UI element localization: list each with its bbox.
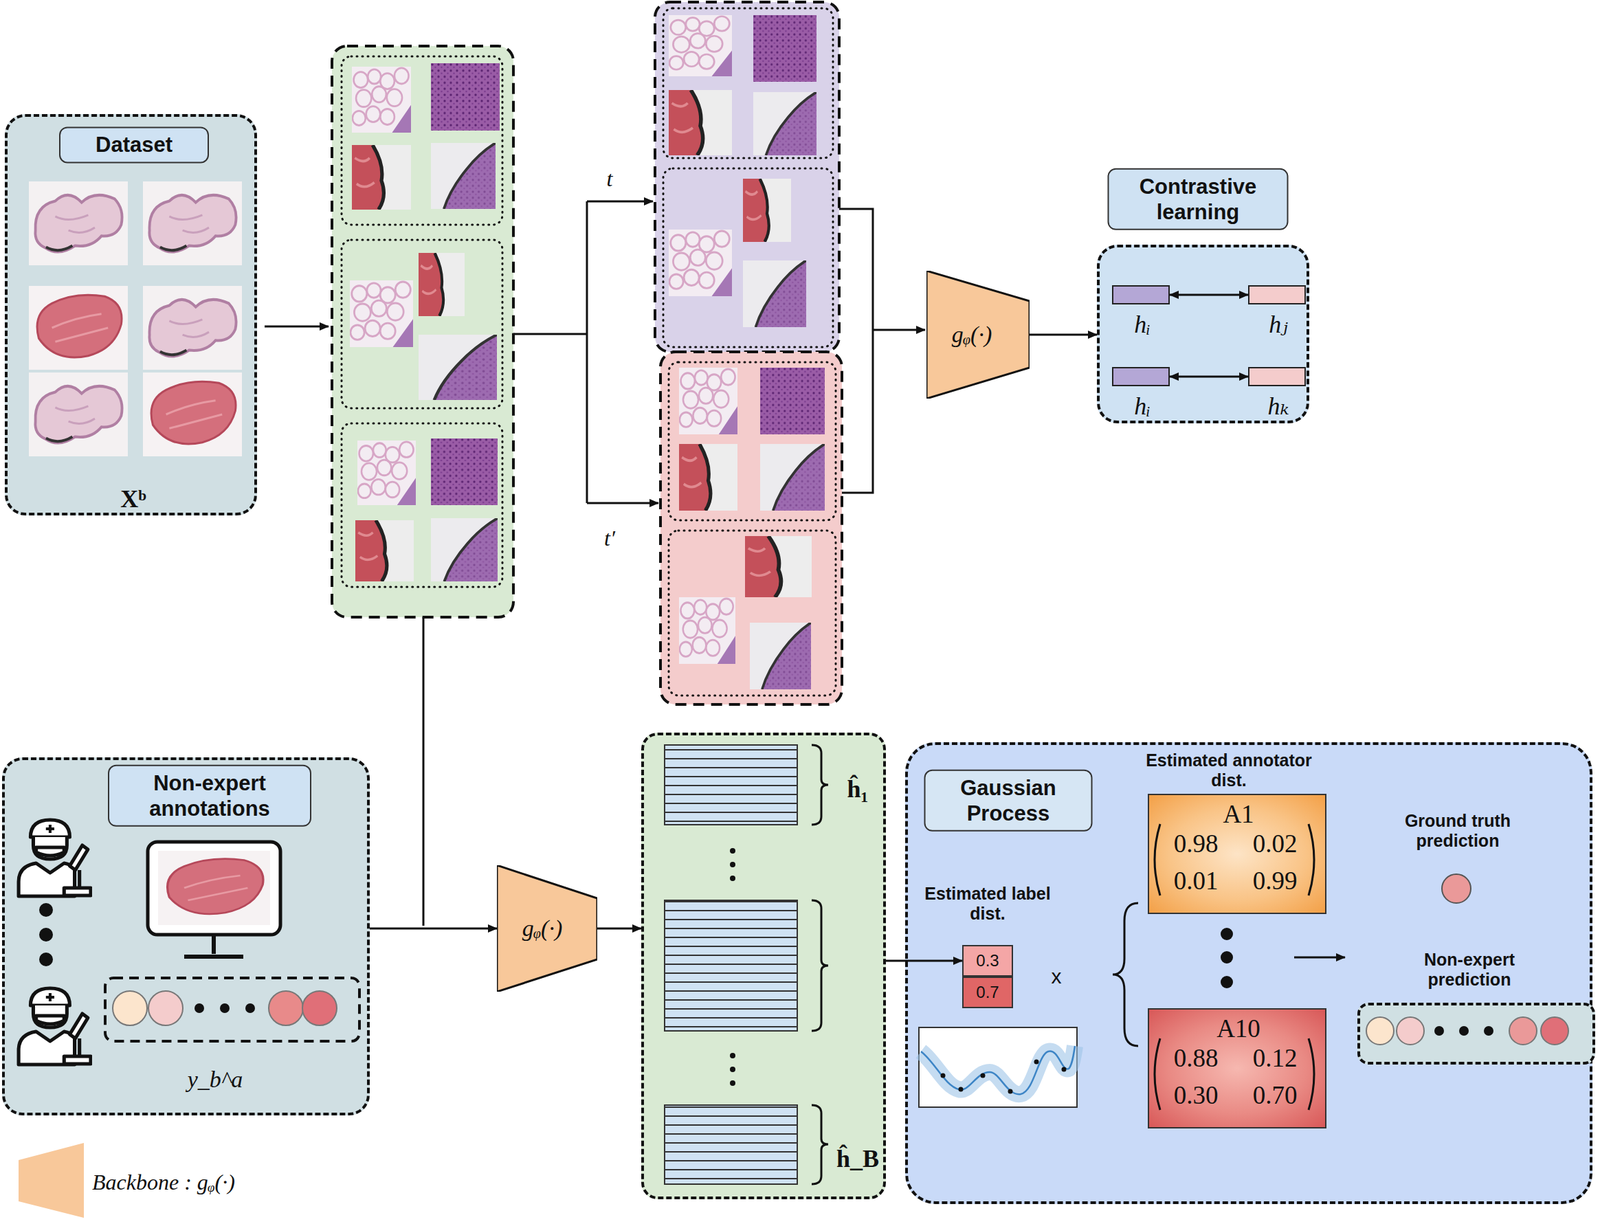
distribution-cell: 0.3 [962,945,1014,977]
block-label: gᵩ(·) [951,320,993,348]
matrix-value: 0.12 [1252,1043,1298,1074]
matrix-name: A10 [1216,1014,1261,1044]
embedding-bar: hₖ [1248,367,1306,387]
math-symbol: y_b^a [187,1065,243,1093]
patch-column [331,46,514,618]
flow-lines [264,201,1346,958]
embedding-stacks [664,745,829,1185]
annotation-row [105,978,360,1042]
backbone-block: gᵩ(·) [496,865,598,992]
annotator-icons [18,819,91,1065]
augmented-view-t-prime [660,351,842,705]
heading: Ground truth prediction [1375,810,1541,851]
matrix-value: 0.99 [1252,866,1298,897]
heading: Non-expert prediction [1386,949,1552,990]
dataset-thumbnails [28,181,242,457]
connector-arrow [1169,294,1249,297]
section-title: Contrastive learning [1107,168,1289,231]
embedding-label: hₖ [1267,392,1289,421]
legend-text: Backbone : gᵩ(·) [92,1169,236,1196]
heading: Estimated label dist. [915,883,1060,924]
embedding-bar: hᵢ [1112,367,1170,387]
embedding-bar: hⱼ [1248,285,1306,305]
matrix-value: 0.88 [1173,1043,1219,1074]
matrix-value: 0.02 [1252,829,1298,860]
section-title: Gaussian Process [924,769,1093,832]
backbone-block: gᵩ(·) [926,270,1030,399]
confusion-matrix: Estimated annotator dist.A10.980.020.010… [1147,793,1327,915]
prediction-circle: Ground truth prediction [1441,873,1472,904]
connector-arrow [597,927,642,930]
matrix-name: A1 [1222,800,1254,830]
trapezoid-outline [926,270,1030,399]
connector-arrow [369,927,497,930]
variable-label: t′ [604,525,616,552]
ellipsis-dots [1220,927,1233,989]
section-title: Non-expert annotations [107,764,312,827]
gp-plot [918,1027,1077,1108]
operator-label: x [1051,964,1062,990]
augmented-view-t [654,2,840,352]
matrix-value: 0.98 [1173,829,1219,860]
confusion-matrix: A100.88 0.12 0.30 0.70 [1147,1008,1327,1129]
distribution-cell: 0.7 [962,976,1014,1009]
embedding-label: hᵢ [1134,392,1151,421]
contrastive-panel: Contrastive learninghᵢhⱼhᵢhₖ [1096,244,1310,424]
math-symbol: ĥ_B [836,1145,880,1174]
legend-swatch [18,1142,84,1218]
matrix-value: 0.30 [1173,1081,1219,1111]
variable-label: t [606,166,614,192]
prediction-row [1366,1017,1569,1045]
math-symbol: Xᵇ [120,485,147,514]
embedding-label: hⱼ [1268,310,1288,339]
connector-arrow [1029,334,1097,337]
embedding-label: hᵢ [1134,310,1151,339]
block-label: gᵩ(·) [522,914,563,942]
connector-arrow [885,960,963,963]
matrix-value: 0.01 [1173,866,1219,897]
annotator-brace [1112,903,1139,1047]
gaussian-process-panel: Gaussian ProcessEstimated label dist.0.3… [905,742,1593,1205]
matrix-brackets [1154,824,1315,1110]
math-symbol: ĥ₁ [847,775,869,804]
connector-arrow [1169,375,1249,379]
heading: Estimated annotator dist. [1138,750,1319,791]
matrix-value: 0.70 [1252,1081,1298,1111]
trapezoid-outline [496,865,598,992]
section-title: Dataset [59,126,209,163]
label-distribution: Estimated label dist.0.30.7 [962,945,1014,1009]
monitor-icon [147,841,281,957]
embedding-bar: hᵢ [1112,285,1170,305]
